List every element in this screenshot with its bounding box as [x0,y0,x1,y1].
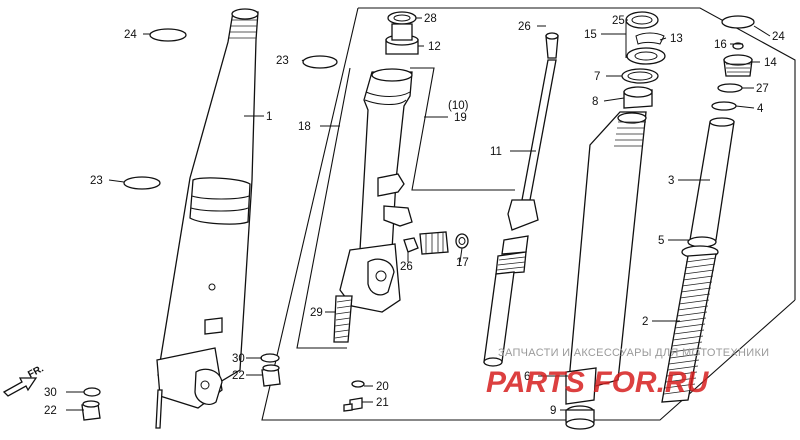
callout-3: 3 [668,175,674,187]
callout-6: 6 [524,371,530,383]
top-seal-cap [385,11,419,55]
callout-22-upper: 22 [232,370,245,382]
leader-lines [66,17,771,411]
callout-15: 15 [584,29,597,41]
callout-26-top: 26 [518,21,531,33]
fork-spring-group [661,117,735,403]
callout-labels: 1 2 3 4 5 6 7 8 9 (10) 11 12 13 14 15 16… [44,13,785,417]
callout-20: 20 [376,381,389,393]
drain-bolt-group [403,231,469,255]
callout-21: 21 [376,397,389,409]
front-direction-arrow: FR. [2,363,46,397]
callout-2: 2 [642,316,648,328]
damper-rod [483,32,559,367]
o-rings [123,28,338,190]
callout-10: (10) [448,100,469,112]
watermark-brand: PARTS FOR.RU [486,366,710,399]
callout-30-lower: 30 [44,387,57,399]
callout-4: 4 [757,103,764,115]
assembly-frame [261,7,796,421]
callout-25: 25 [612,15,625,27]
callout-12: 12 [428,41,441,53]
callout-23-lower: 23 [90,175,103,187]
watermark: ЗАПЧАСТИ И АКСЕССУАРЫ ДЛЯ МОТОТЕХНИКИ PA… [486,347,769,399]
callout-13: 13 [670,33,683,45]
callout-30-upper: 30 [232,353,245,365]
callout-24-right: 24 [772,31,785,43]
callout-29: 29 [310,307,323,319]
callout-24-left: 24 [124,29,137,41]
fork-cap-bolt [711,15,755,111]
callout-22-lower: 22 [44,405,57,417]
callout-18: 18 [298,121,311,133]
callout-19: 19 [454,112,467,124]
outer-fork-tube [155,8,259,429]
callout-26-lower: 26 [400,261,413,273]
callout-16: 16 [714,39,727,51]
callout-14: 14 [764,57,777,69]
callout-23-upper: 23 [276,55,289,67]
callout-27: 27 [756,83,769,95]
callout-17: 17 [456,257,469,269]
callout-5: 5 [658,235,664,247]
bottom-fasteners [81,353,365,421]
callout-7: 7 [594,71,600,83]
callout-9: 9 [550,405,556,417]
watermark-caption: ЗАПЧАСТИ И АКСЕССУАРЫ ДЛЯ МОТОТЕХНИКИ [498,347,769,359]
callout-1: 1 [266,111,272,123]
callout-28: 28 [424,13,437,25]
callout-8: 8 [592,96,598,108]
inner-tube [565,11,666,430]
fork-slider [333,68,413,343]
front-marker-label: FR. [26,363,46,380]
callout-11: 11 [490,146,502,158]
